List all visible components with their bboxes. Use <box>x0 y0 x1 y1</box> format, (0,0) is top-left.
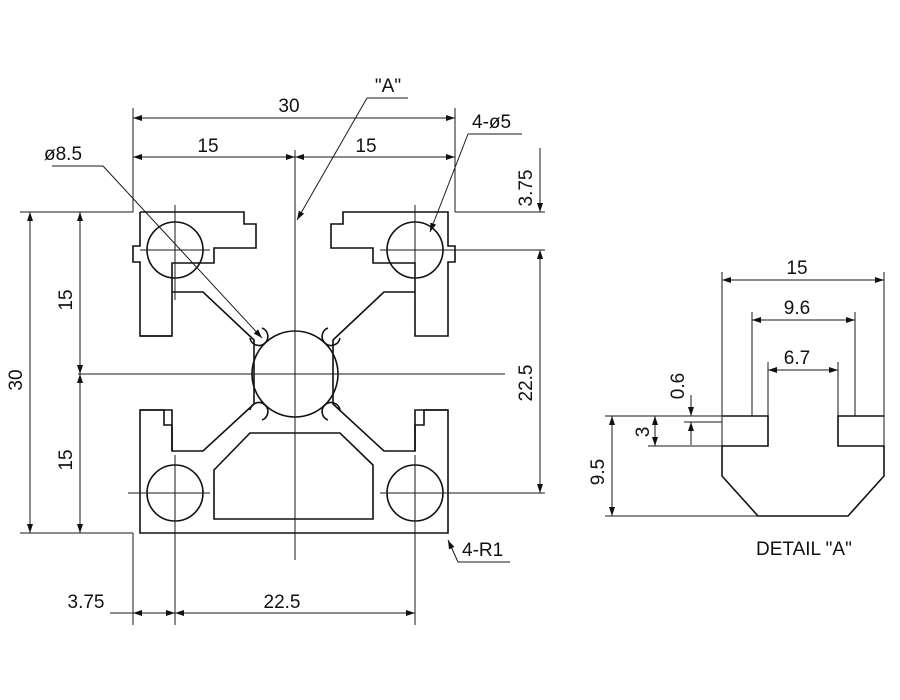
dim-half-height-upper: 15 <box>56 289 77 310</box>
detail-slot-depth: 3 <box>633 427 654 438</box>
dim-half-width-right: 15 <box>355 136 376 157</box>
detail-width-inner: 9.6 <box>784 298 810 319</box>
dim-overall-height: 30 <box>6 369 27 390</box>
center-lines <box>78 150 545 625</box>
detail-slot-opening: 6.7 <box>784 348 810 369</box>
dim-hole-offset-left: 3.75 <box>68 592 105 613</box>
extension-lines <box>20 108 545 625</box>
dimension-lines <box>27 115 543 616</box>
label-center-bore: ø8.5 <box>44 144 82 165</box>
label-corner-radius: 4-R1 <box>462 540 503 561</box>
dim-overall-width: 30 <box>278 96 299 117</box>
dim-hole-spacing-horizontal: 22.5 <box>264 592 301 613</box>
profile-outline <box>132 211 456 534</box>
lower-cavity <box>213 432 374 520</box>
dim-half-height-lower: 15 <box>56 449 77 470</box>
detail-a-view <box>605 272 885 517</box>
profile-cross-section <box>132 211 456 534</box>
detail-total-depth: 9.5 <box>588 459 609 485</box>
detail-title: DETAIL "A" <box>756 539 852 560</box>
label-corner-holes: 4-ø5 <box>472 112 511 133</box>
dim-hole-spacing-vertical: 22.5 <box>516 365 537 402</box>
dim-hole-offset-top: 3.75 <box>516 170 537 207</box>
lower-right-slot <box>414 409 448 451</box>
detail-lip-thickness: 0.6 <box>668 373 689 399</box>
detail-width-outer: 15 <box>786 258 807 279</box>
label-detail-callout: "A" <box>375 76 401 97</box>
center-bore-keys <box>249 327 341 421</box>
dim-half-width-left: 15 <box>197 136 218 157</box>
detail-slot-profile <box>721 415 885 517</box>
lower-left-slot <box>140 409 173 451</box>
leader-lines <box>52 97 522 563</box>
